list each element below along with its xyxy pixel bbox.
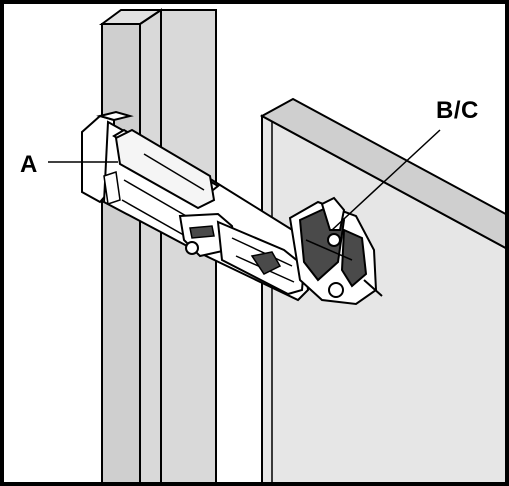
label-bc: B/C — [436, 97, 479, 124]
hinge-arm — [81, 110, 310, 302]
hinge-diagram: A B/C — [4, 4, 505, 482]
callout-line-bc — [331, 129, 441, 231]
label-a: A — [20, 151, 38, 178]
hinge-cup — [288, 196, 383, 306]
